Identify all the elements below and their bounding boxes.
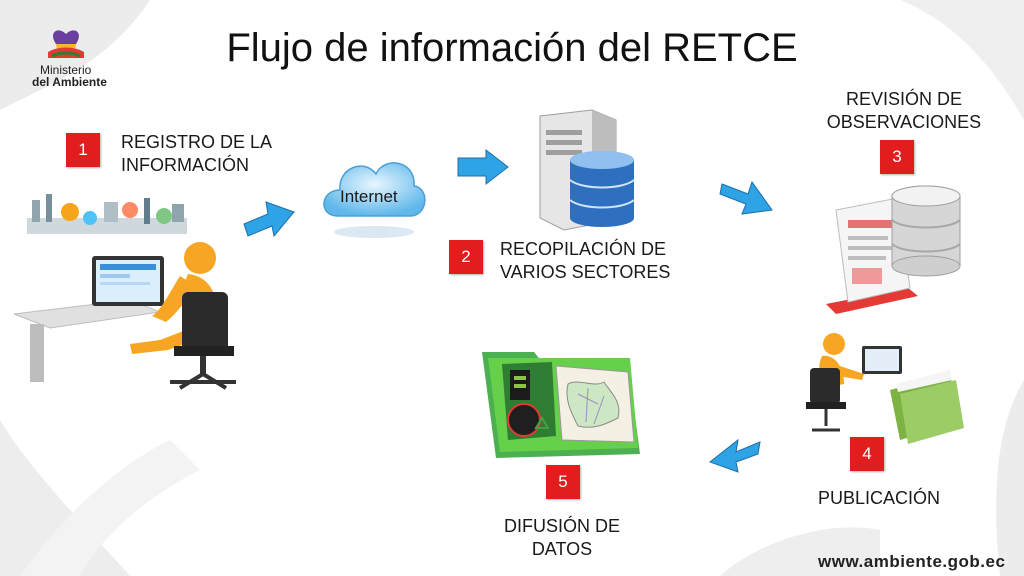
step-5-label-line1: DIFUSIÓN DE: [503, 516, 620, 536]
step-5-label-line2: DATOS: [531, 539, 593, 559]
arrow-4-icon: [708, 438, 761, 473]
step-2-label-line1: RECOPILACIÓN DE: [500, 239, 667, 259]
footer-url: www.ambiente.gob.ec: [818, 552, 1006, 571]
arrow-1-icon: [243, 201, 295, 238]
step-2-label: RECOPILACIÓN DE VARIOS SECTORES: [500, 238, 670, 284]
step-1-label-line2: INFORMACIÓN: [121, 155, 249, 175]
person-at-computer-icon: [13, 242, 236, 390]
step-3-label-line2: OBSERVACIONES: [826, 112, 982, 132]
step-2-badge: 2: [449, 240, 483, 274]
page-title: Flujo de información del RETCE: [226, 26, 798, 70]
arrow-3-icon: [719, 180, 773, 215]
step-5-label: DIFUSIÓN DE DATOS: [490, 515, 634, 561]
step-1-label-line1: REGISTRO DE LA: [121, 132, 273, 152]
data-folder-map-icon: [482, 352, 640, 458]
ministry-logo: [38, 22, 94, 67]
step-2-label-line2: VARIOS SECTORES: [500, 262, 671, 282]
step-3-label-line1: REVISIÓN DE: [845, 89, 963, 109]
server-database-icon: [539, 109, 635, 231]
logo-line2: del Ambiente: [32, 75, 107, 89]
industry-scene-icon: [27, 194, 187, 234]
document-review-icon: [826, 185, 961, 314]
step-1-label: REGISTRO DE LA INFORMACIÓN: [121, 131, 272, 177]
step-3-label: REVISIÓN DE OBSERVACIONES: [822, 88, 986, 134]
logo-line1: Ministerio: [40, 63, 92, 77]
step-3-badge: 3: [880, 140, 914, 174]
person-with-folders-icon: [806, 333, 964, 444]
step-4-label: PUBLICACIÓN: [818, 488, 941, 508]
arrow-2-icon: [457, 148, 509, 186]
logo-icon: [48, 30, 84, 58]
internet-cloud-icon: [323, 162, 426, 238]
internet-label: Internet: [340, 187, 398, 206]
step-4-badge: 4: [850, 437, 884, 471]
step-5-badge: 5: [546, 465, 580, 499]
step-1-badge: 1: [66, 133, 100, 167]
